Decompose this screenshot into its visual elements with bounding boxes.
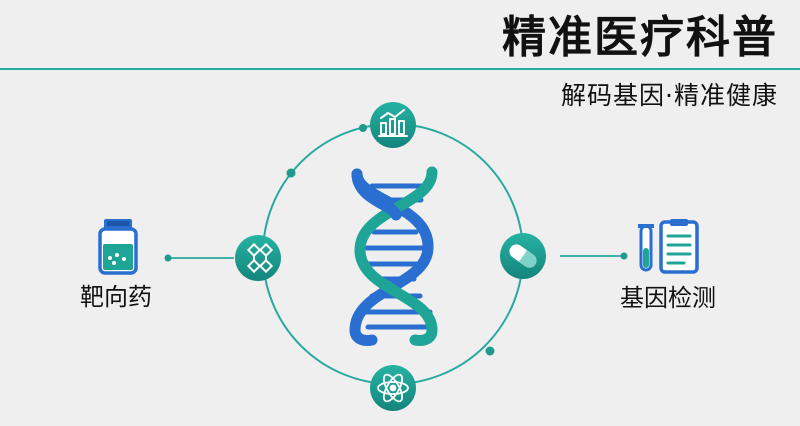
label-targeted-drug: 靶向药	[80, 283, 152, 311]
orbit-ring	[262, 123, 524, 385]
title-divider	[0, 68, 800, 70]
orbit-dot	[485, 346, 495, 356]
chart-analysis-icon	[378, 109, 408, 137]
capsule-pill-icon	[509, 244, 537, 268]
orbit-dot	[286, 168, 296, 178]
node-left	[235, 235, 281, 281]
page-subtitle: 解码基因·精准健康	[561, 81, 778, 110]
connector-right	[560, 252, 628, 260]
label-genetic-testing: 基因检测	[620, 284, 716, 312]
atom-icon	[377, 373, 409, 403]
test-tube-clipboard-icon	[638, 219, 699, 274]
medicine-bottle-icon	[98, 219, 138, 275]
orbit-dot	[359, 124, 367, 132]
page-title: 精准医疗科普	[502, 12, 778, 63]
dna-helix-icon	[349, 166, 438, 346]
node-right	[500, 233, 546, 279]
molecule-icon	[246, 242, 274, 274]
node-bottom	[370, 365, 416, 411]
node-top	[370, 102, 416, 148]
connector-left	[164, 254, 234, 262]
